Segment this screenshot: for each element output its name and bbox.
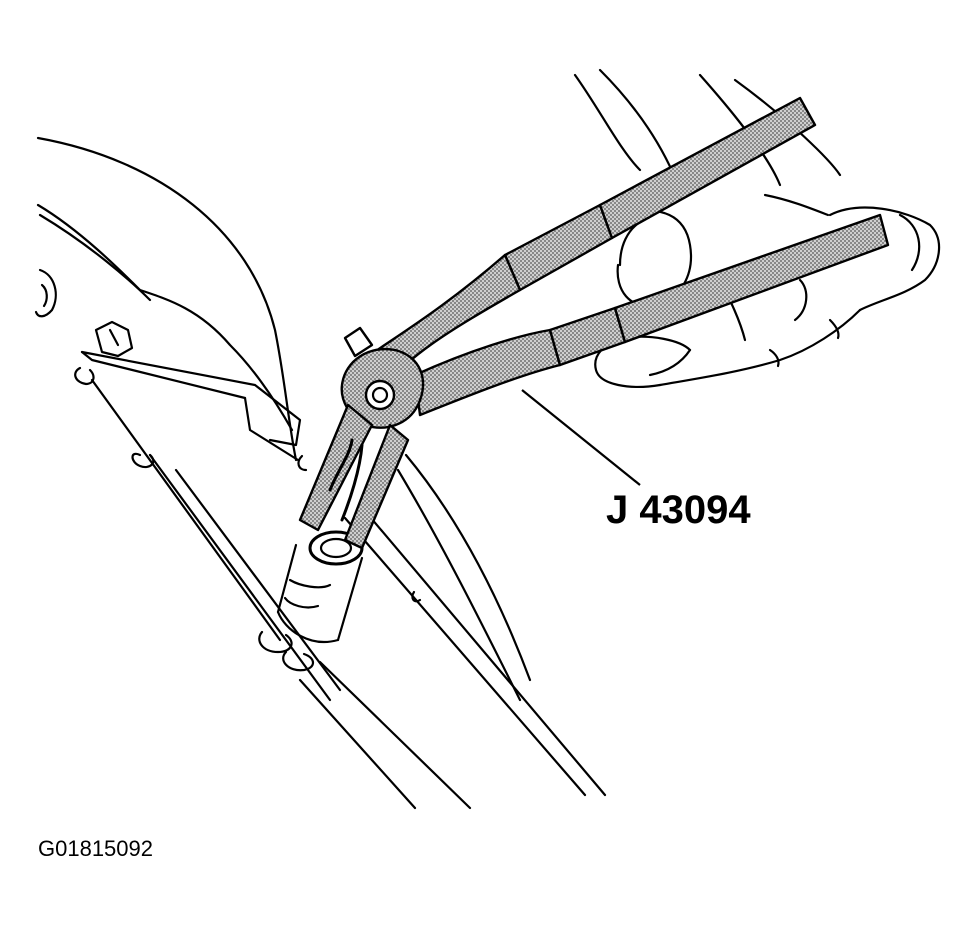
background-housing (34, 136, 302, 462)
strut-rails (90, 378, 607, 810)
tool-number-label: J 43094 (606, 488, 751, 532)
hand-illustration (573, 68, 941, 388)
figure-id: G01815092 (38, 836, 153, 861)
callout-leader-line (521, 389, 641, 486)
pliers-tool (298, 96, 890, 550)
